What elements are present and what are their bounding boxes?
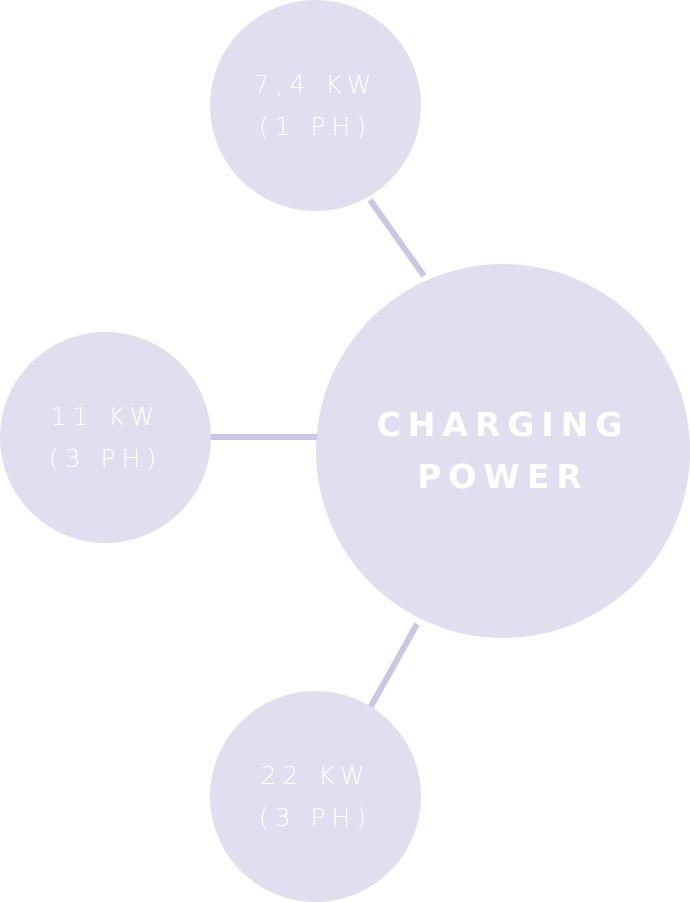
connector-bottom [367, 622, 420, 710]
option-power-label: 22 KW [260, 760, 371, 790]
center-title-line1: CHARGING [376, 405, 630, 444]
option-node-7-4-kw: 7,4 KW (1 PH) [210, 0, 421, 211]
option-phase-label: (3 PH) [48, 443, 163, 473]
option-phase-label: (1 PH) [258, 111, 373, 141]
center-title-line2: POWER [417, 457, 589, 496]
option-node-11-kw: 11 KW (3 PH) [0, 332, 211, 543]
option-power-label: 11 KW [50, 401, 161, 431]
connector-top [367, 198, 427, 278]
option-node-22-kw: 22 KW (3 PH) [210, 691, 421, 902]
option-phase-label: (3 PH) [258, 802, 373, 832]
option-power-label: 7,4 KW [253, 69, 378, 99]
center-node-charging-power: CHARGING POWER [316, 264, 690, 638]
